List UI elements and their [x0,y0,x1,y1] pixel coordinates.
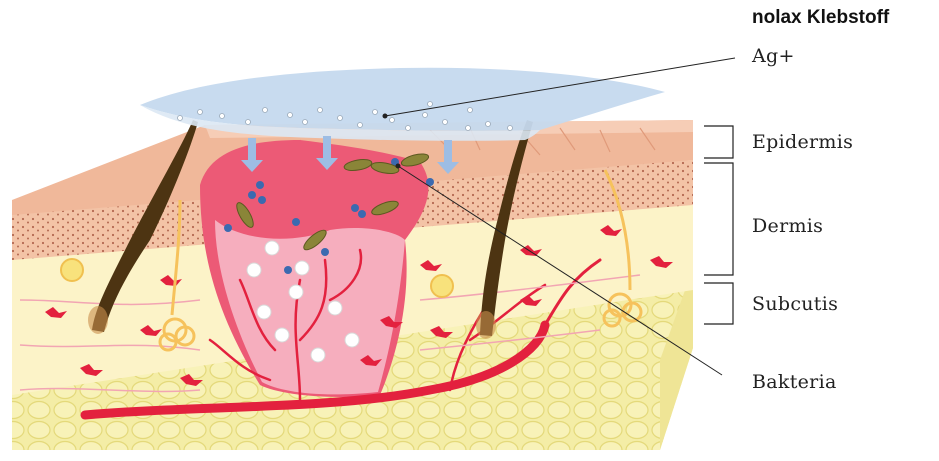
dermis-bracket [704,163,733,275]
ag-label: Ag+ [752,45,795,67]
layer-brackets [704,126,733,324]
ag-pointer-dot [383,114,388,119]
epidermis-bracket [704,126,733,158]
dermis-label: Dermis [752,215,823,237]
bakteria-label: Bakteria [752,371,837,393]
epidermis-label: Epidermis [752,131,853,153]
bakteria-pointer-dot [396,164,401,169]
subcutis-bracket [704,283,733,324]
adhesive-title: nolax Klebstoff [752,7,889,29]
subcutis-label: Subcutis [752,293,838,315]
